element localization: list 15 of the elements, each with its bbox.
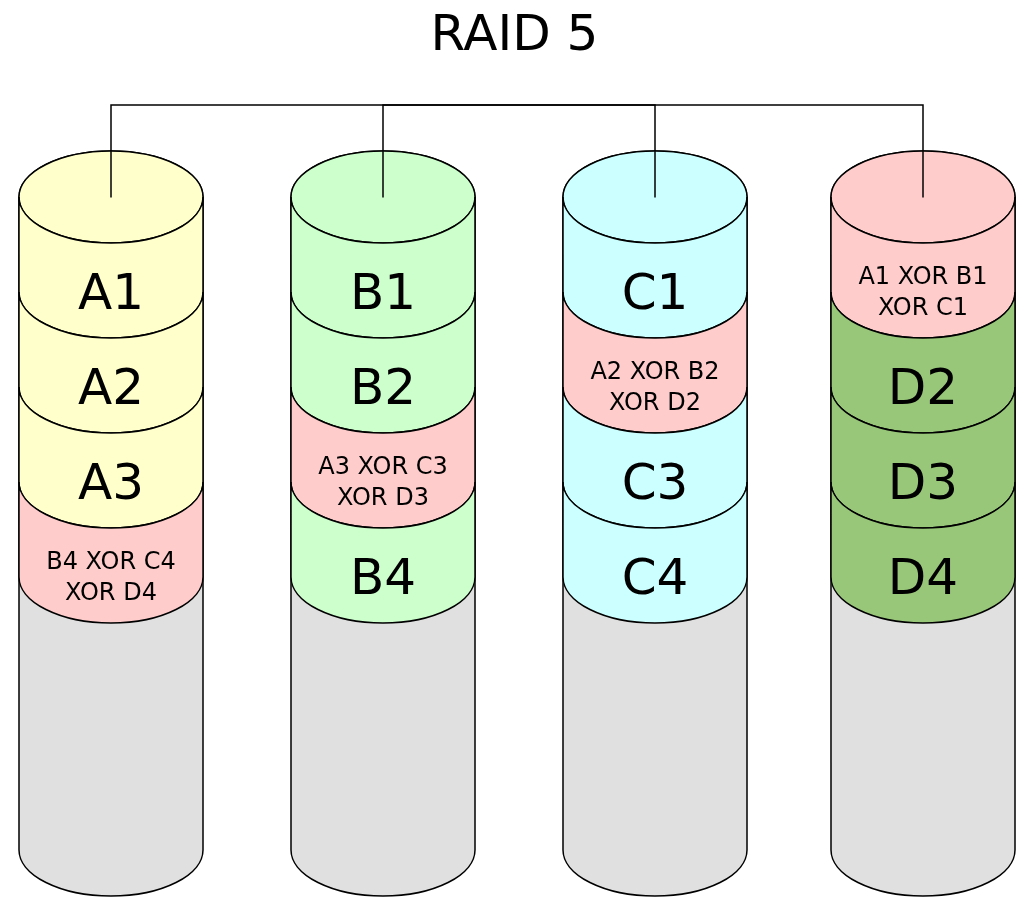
disk-top	[562, 150, 748, 245]
data-block: B1	[290, 197, 476, 339]
disk-top	[290, 150, 476, 245]
disk-cylinder	[18, 150, 204, 897]
disk-cylinder	[290, 150, 476, 897]
data-block: A1	[18, 197, 204, 339]
data-block: C1	[562, 197, 748, 339]
parity-block: A1 XOR B1 XOR C1	[830, 197, 1016, 339]
connector-line	[513, 104, 924, 199]
disk-cylinder	[830, 150, 1016, 897]
disk-top	[18, 150, 204, 245]
diagram-title: RAID 5	[429, 4, 600, 62]
connector-line	[382, 104, 515, 199]
disk-top	[830, 150, 1016, 245]
disk-cylinder	[562, 150, 748, 897]
